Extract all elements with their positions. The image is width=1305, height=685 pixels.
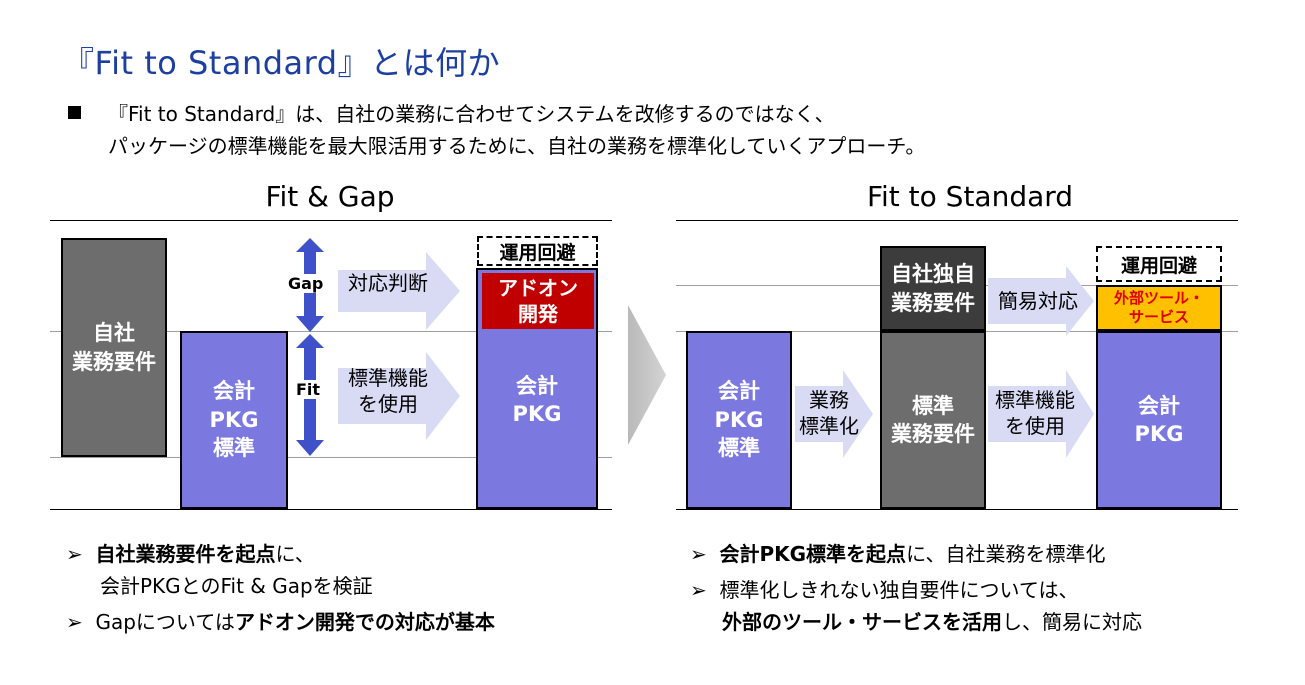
page-title: 『Fit to Standard』とは何か xyxy=(62,44,501,82)
simple-support-label: 簡易対応 xyxy=(998,289,1078,313)
right-bullet-1-rest: に、自社業務を標準化 xyxy=(906,542,1106,566)
pkg-standard-box: 会計 PKG 標準 xyxy=(180,331,288,509)
left-grid-line-2 xyxy=(50,457,612,458)
right-use-standard-label: 標準機能 を使用 xyxy=(995,388,1075,438)
simple-support-arrow-icon xyxy=(988,266,1094,336)
left-bullet-2: ➢ Gapについてはアドオン開発での対応が基本 xyxy=(66,606,495,635)
standard-requirements-box: 標準 業務要件 xyxy=(880,331,986,509)
gap-label: Gap xyxy=(286,274,326,293)
arrowhead-bullet-icon: ➢ xyxy=(690,542,707,566)
right-bullet-2-text: 標準化しきれない独自要件については、 xyxy=(719,578,1079,602)
left-base-rule xyxy=(50,509,612,510)
gap-fit-arrows xyxy=(296,238,324,456)
arrowhead-bullet-icon: ➢ xyxy=(66,610,83,634)
left-bullet-1-strong: 自社業務要件を起点 xyxy=(95,542,276,566)
external-tools-services-box: 外部ツール・ サービス xyxy=(1096,285,1222,331)
fit-label: Fit xyxy=(294,380,323,399)
left-header-rule xyxy=(50,220,612,221)
use-standard-arrow-icon xyxy=(338,352,460,440)
standardize-label: 業務 標準化 xyxy=(799,388,859,438)
own-unique-requirements-box: 自社独自 業務要件 xyxy=(880,246,986,331)
square-bullet-icon xyxy=(68,106,81,119)
right-pkg-box: 会計 PKG xyxy=(1096,331,1222,509)
arrowhead-bullet-icon: ➢ xyxy=(66,542,83,566)
left-panel-heading: Fit & Gap xyxy=(265,180,395,213)
right-use-standard-arrow-icon xyxy=(988,370,1094,458)
arrowhead-bullet-icon: ➢ xyxy=(690,578,707,602)
right-bullet-1: ➢ 会計PKG標準を起点に、自社業務を標準化 xyxy=(690,538,1105,567)
intro-line-1: 『Fit to Standard』は、自社の業務に合わせてシステムを改修するので… xyxy=(108,102,835,126)
judge-arrow-icon xyxy=(338,252,460,330)
right-pkg-standard-box: 会計 PKG 標準 xyxy=(686,331,792,509)
use-standard-label: 標準機能 を使用 xyxy=(348,366,428,416)
intro-line-2: パッケージの標準機能を最大限活用するために、自社の業務を標準化していくアプローチ… xyxy=(108,134,926,158)
left-bullet-1-rest: に、 xyxy=(275,542,315,566)
right-bullet-1-strong: 会計PKG標準を起点 xyxy=(719,542,907,566)
left-bullet-2-strong: アドオン開発での対応が基本 xyxy=(234,610,495,634)
left-grid-line-1 xyxy=(50,331,612,332)
right-base-rule xyxy=(676,509,1238,510)
left-bullet-1-cont: 会計PKGとのFit & Gapを検証 xyxy=(100,574,373,598)
left-bullet-2-pre: Gapについては xyxy=(95,610,235,634)
right-operational-avoidance-box: 運用回避 xyxy=(1096,246,1222,282)
right-bullet-2-cont: 外部のツール・サービスを活用し、簡易に対応 xyxy=(722,606,1142,635)
chevron-right-icon xyxy=(628,305,666,445)
addon-development-box: アドオン 開発 xyxy=(482,273,594,329)
judge-label: 対応判断 xyxy=(348,271,428,295)
operational-avoidance-box: 運用回避 xyxy=(477,236,598,266)
right-bullet-2-rest: し、簡易に対応 xyxy=(1002,610,1142,634)
left-bullet-1: ➢ 自社業務要件を起点に、 xyxy=(66,538,315,567)
right-bullet-2-strong: 外部のツール・サービスを活用 xyxy=(722,610,1002,634)
standardize-arrow-icon xyxy=(795,370,873,458)
right-panel-heading: Fit to Standard xyxy=(866,180,1074,213)
own-business-requirements-box: 自社 業務要件 xyxy=(61,238,167,457)
right-header-rule xyxy=(676,220,1238,221)
right-bullet-2: ➢ 標準化しきれない独自要件については、 xyxy=(690,574,1078,603)
